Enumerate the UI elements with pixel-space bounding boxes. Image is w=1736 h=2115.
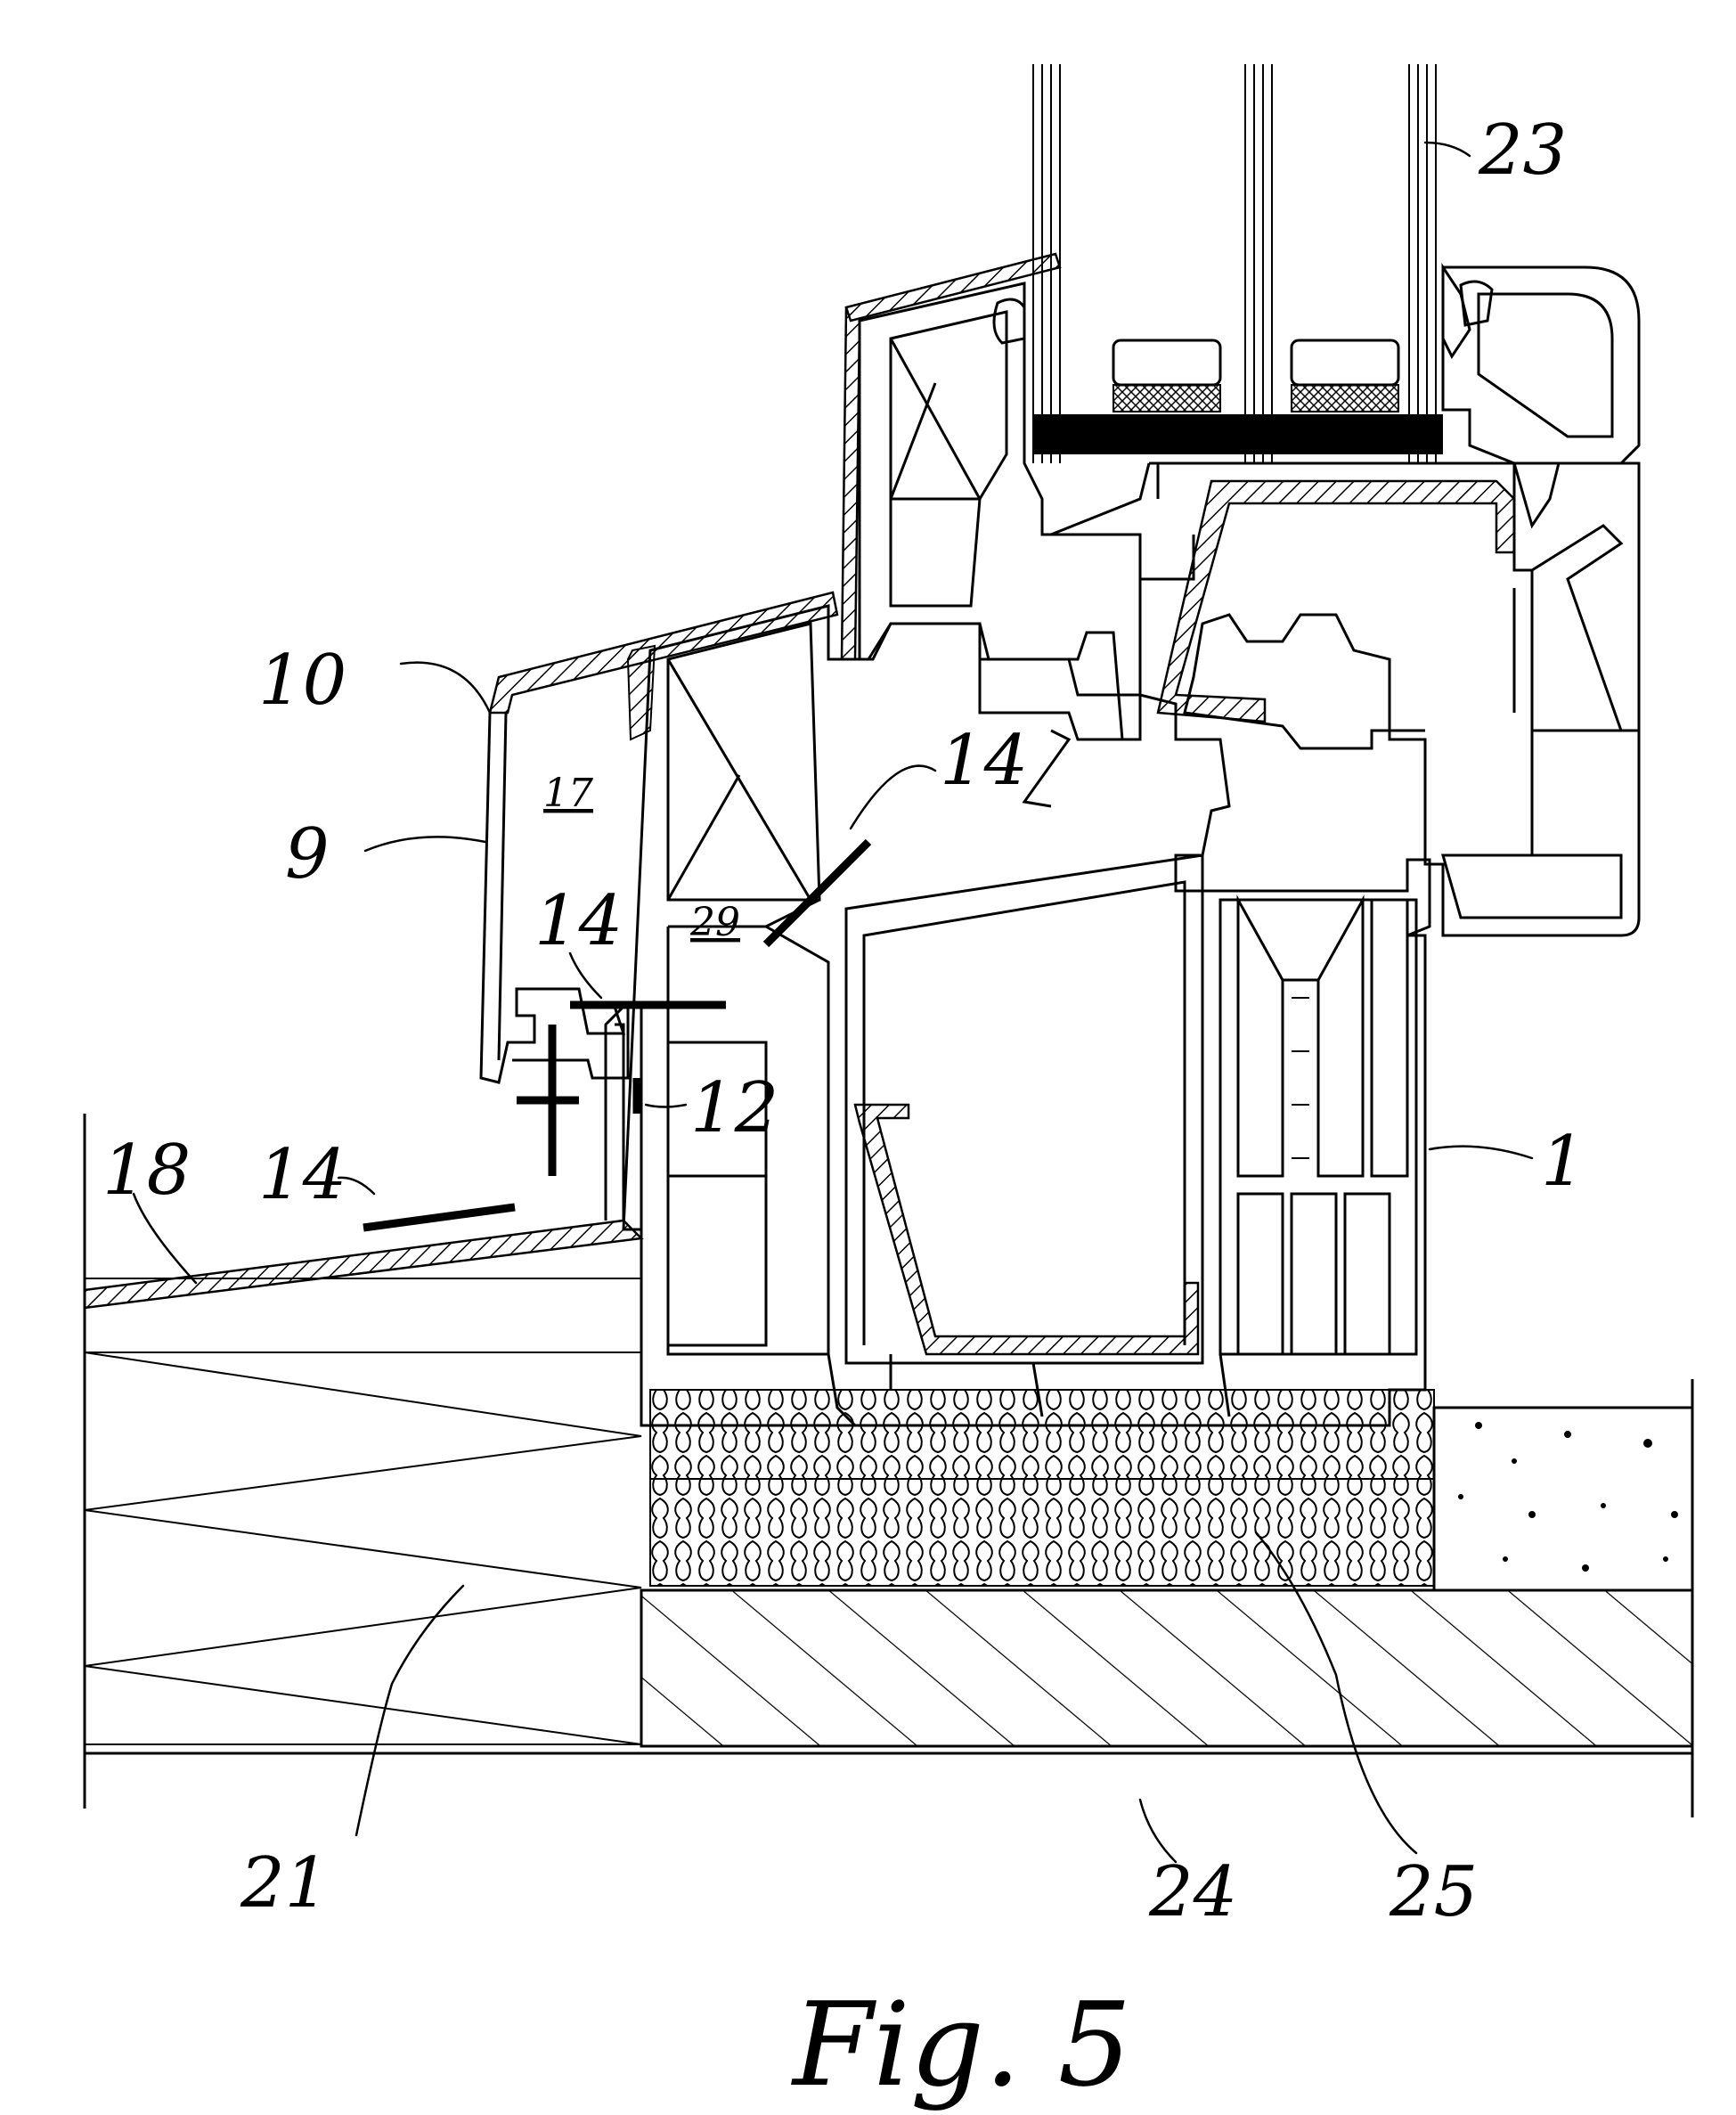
label-14-low: 14: [258, 1135, 346, 1215]
seal-strip-sill: [363, 1207, 515, 1228]
label-18: 18: [102, 1131, 191, 1211]
label-25: 25: [1389, 1852, 1478, 1932]
label-14-mid: 14: [534, 881, 623, 961]
insulation-foam: [650, 1390, 1434, 1586]
label-1: 1: [1541, 1122, 1585, 1202]
label-23: 23: [1478, 110, 1567, 191]
label-17: 17: [543, 771, 593, 816]
glazing-seal-block: [1033, 414, 1443, 454]
glazing-unit: [1033, 64, 1443, 463]
screed: [1434, 1408, 1692, 1590]
spacer-left: [1113, 340, 1220, 385]
sash-reinforcement: [1158, 481, 1514, 722]
label-10: 10: [258, 641, 346, 721]
label-9: 9: [285, 814, 330, 894]
label-14-top: 14: [940, 721, 1028, 801]
label-29: 29: [689, 900, 740, 945]
facade-insulation: [85, 1114, 641, 1809]
spacer-right: [1292, 340, 1398, 385]
frame-reinforcement: [855, 1105, 1198, 1354]
label-21: 21: [240, 1843, 329, 1923]
figure-caption: Fig. 5: [791, 1977, 1131, 2112]
label-24: 24: [1148, 1852, 1237, 1932]
label-12: 12: [690, 1068, 778, 1148]
sash-profile: [842, 254, 1639, 935]
